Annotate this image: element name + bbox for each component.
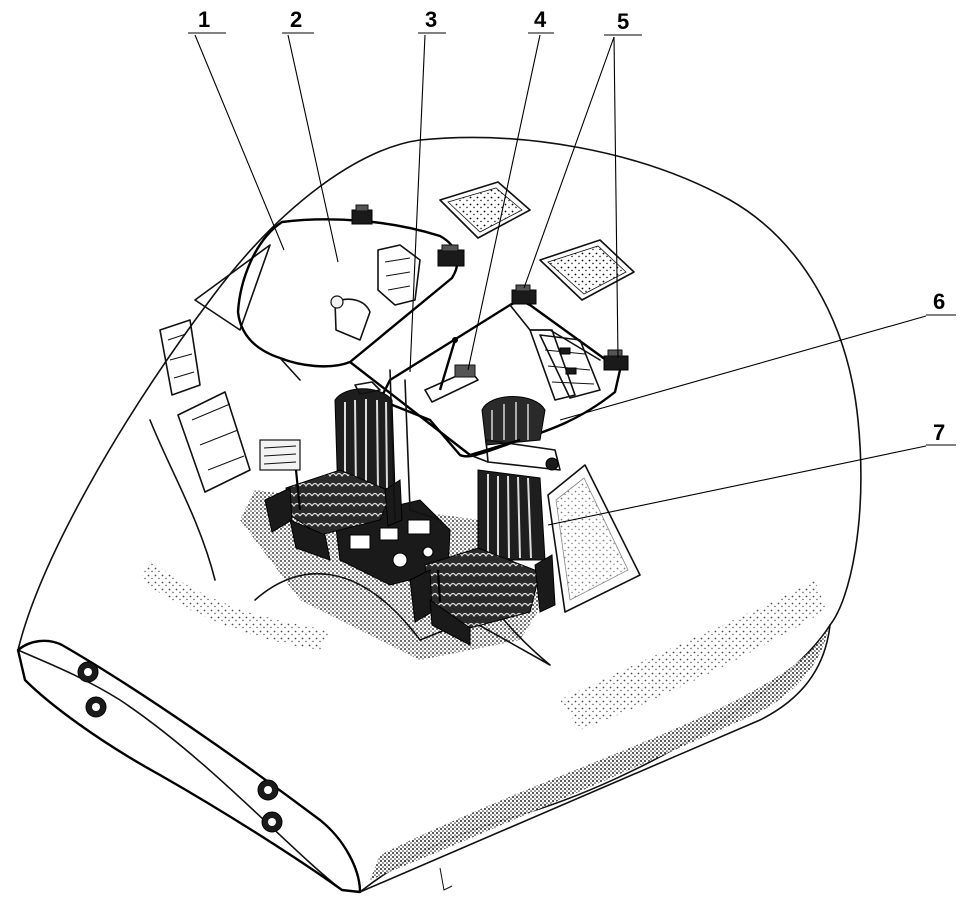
right-hatch-hinge-right (603, 349, 629, 371)
leader-lines (188, 32, 956, 526)
front-port-lower-right (261, 811, 283, 833)
roof-window-lower (539, 239, 635, 301)
side-windows (149, 244, 271, 581)
callout-6: 6 (933, 289, 945, 314)
front-port-upper-left (77, 661, 99, 683)
left-hatch-frame (236, 204, 465, 368)
fuselage-shell (16, 136, 862, 894)
left-hatch-hinge-top (351, 204, 373, 225)
front-port-upper-right (257, 779, 279, 801)
left-hatch-hinge-right (437, 244, 465, 267)
right-side-window (547, 464, 641, 613)
roof-window-upper (439, 181, 531, 239)
callout-4: 4 (534, 7, 547, 32)
callout-2: 2 (290, 7, 302, 32)
callout-5: 5 (617, 9, 629, 34)
callout-7: 7 (933, 420, 945, 445)
front-seat-rail (529, 329, 601, 401)
front-ejection-seat (409, 396, 561, 646)
callout-1: 1 (198, 7, 210, 32)
right-hatch-hinge-left (511, 284, 537, 305)
front-port-lower-left (85, 696, 107, 718)
callout-3: 3 (425, 7, 437, 32)
rear-seat-rail (330, 244, 421, 341)
rear-ejection-seat (264, 381, 403, 561)
hatch-release-handle (424, 337, 479, 403)
canopy-sill-lines (279, 357, 521, 521)
callout-labels: 1 2 3 4 5 6 7 (198, 7, 945, 445)
